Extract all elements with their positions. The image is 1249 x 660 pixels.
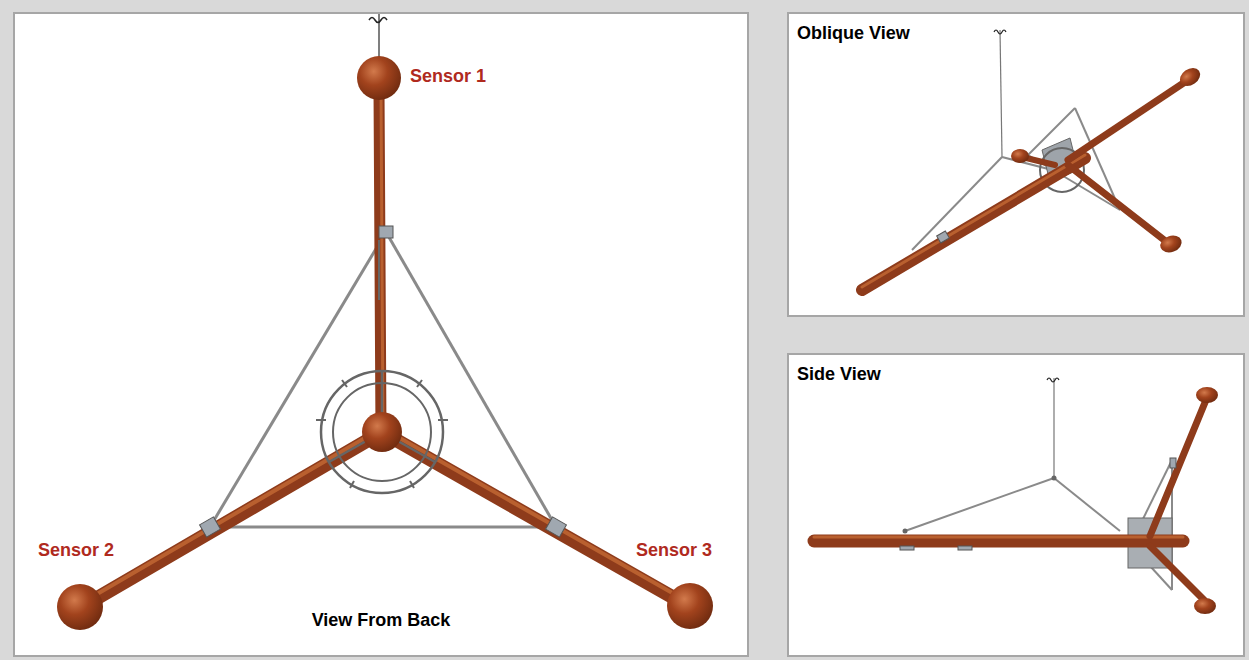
view-title: View From Back <box>15 609 747 631</box>
view-panel: View From Back <box>13 12 749 657</box>
panel-ground <box>787 353 1245 657</box>
panel-ground <box>13 12 749 657</box>
back-view-drawing <box>57 14 713 630</box>
side-view-drawing <box>814 378 1218 614</box>
sensor-label: Sensor 3 <box>636 539 712 561</box>
view-panel: Side View <box>787 353 1245 657</box>
oblique-view-drawing <box>862 30 1204 290</box>
sensor-label: Sensor 2 <box>38 539 114 561</box>
view-title: Oblique View <box>797 22 910 44</box>
sensor-label: Sensor 1 <box>410 65 486 87</box>
panel-ground <box>787 12 1245 317</box>
view-panel: Oblique View <box>787 12 1245 317</box>
view-title: Side View <box>797 363 881 385</box>
